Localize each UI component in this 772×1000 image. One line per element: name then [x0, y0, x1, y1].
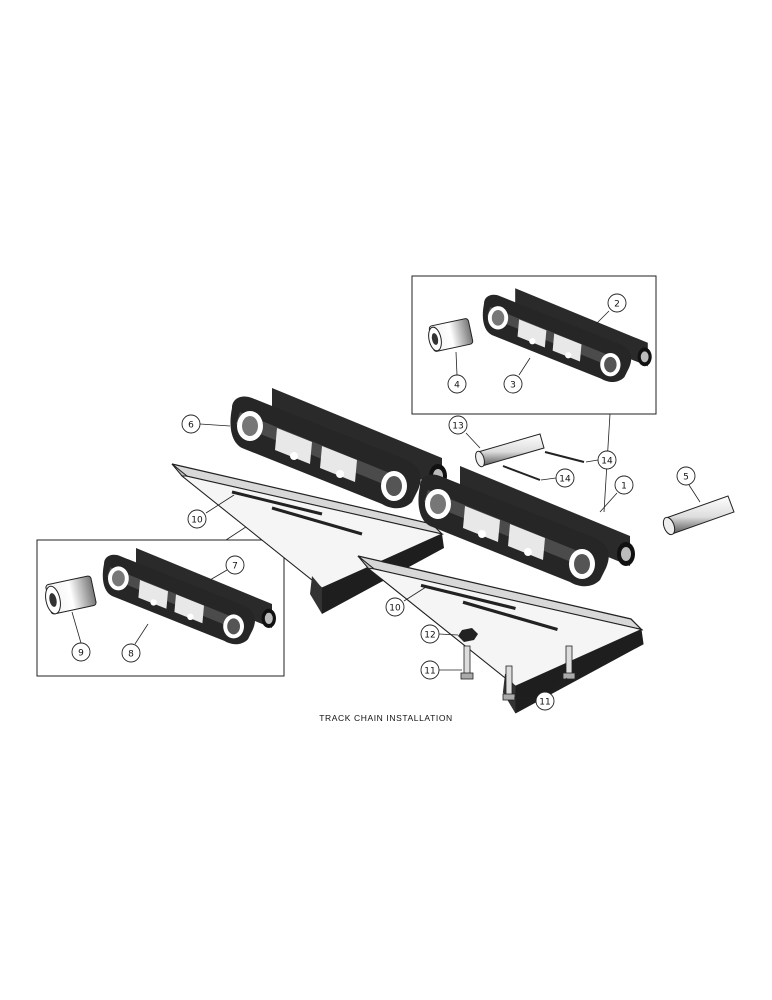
inset-frame-lower — [36, 539, 285, 677]
bolt-11-right — [562, 645, 576, 680]
cotter-pin-upper — [544, 451, 585, 463]
svg-text:11: 11 — [539, 698, 550, 708]
figure-caption: TRACK CHAIN INSTALLATION — [319, 713, 453, 723]
svg-text:11: 11 — [424, 667, 435, 677]
callout-3: 3 — [503, 357, 531, 394]
callout-4: 4 — [447, 351, 467, 394]
callout-14-upper: 14 — [585, 450, 617, 470]
callout-5: 5 — [676, 466, 701, 503]
svg-text:4: 4 — [454, 381, 460, 391]
inset-frame-upper — [411, 275, 657, 415]
bushing-upper — [428, 318, 474, 352]
track-shoe-right — [356, 554, 646, 716]
callout-7: 7 — [209, 555, 245, 581]
bolt-11-left — [460, 645, 474, 680]
svg-text:9: 9 — [78, 649, 84, 659]
svg-text:8: 8 — [128, 650, 134, 660]
track-pin-5 — [662, 495, 735, 536]
callout-10-left: 10 — [187, 494, 235, 529]
svg-text:2: 2 — [614, 300, 620, 310]
callout-6: 6 — [181, 414, 231, 434]
bushing-lower — [45, 575, 97, 615]
callout-13: 13 — [448, 415, 481, 449]
svg-text:10: 10 — [191, 516, 203, 526]
svg-text:1: 1 — [621, 482, 627, 492]
svg-text:10: 10 — [389, 604, 401, 614]
cotter-pin-lower — [502, 465, 541, 481]
callout-12: 12 — [420, 624, 459, 644]
track-link-right — [418, 466, 635, 587]
callout-11-left: 11 — [420, 660, 462, 680]
track-pin-13 — [475, 433, 545, 468]
svg-text:7: 7 — [232, 562, 238, 572]
svg-text:3: 3 — [510, 381, 516, 391]
callout-11-right: 11 — [513, 677, 568, 711]
nut-12 — [458, 628, 478, 642]
callout-8: 8 — [121, 623, 149, 663]
svg-text:13: 13 — [452, 422, 463, 432]
svg-text:14: 14 — [559, 475, 571, 485]
svg-text:12: 12 — [424, 631, 435, 641]
callout-2: 2 — [595, 293, 627, 325]
inset-link-lower — [102, 548, 277, 645]
bolt-11-mid — [502, 665, 516, 701]
callout-9: 9 — [71, 611, 91, 662]
svg-text:14: 14 — [601, 457, 613, 467]
svg-text:5: 5 — [683, 473, 689, 483]
callout-14-lower: 14 — [540, 468, 575, 488]
svg-text:6: 6 — [188, 421, 194, 431]
callout-1: 1 — [599, 475, 634, 513]
callout-10-right: 10 — [385, 586, 427, 617]
